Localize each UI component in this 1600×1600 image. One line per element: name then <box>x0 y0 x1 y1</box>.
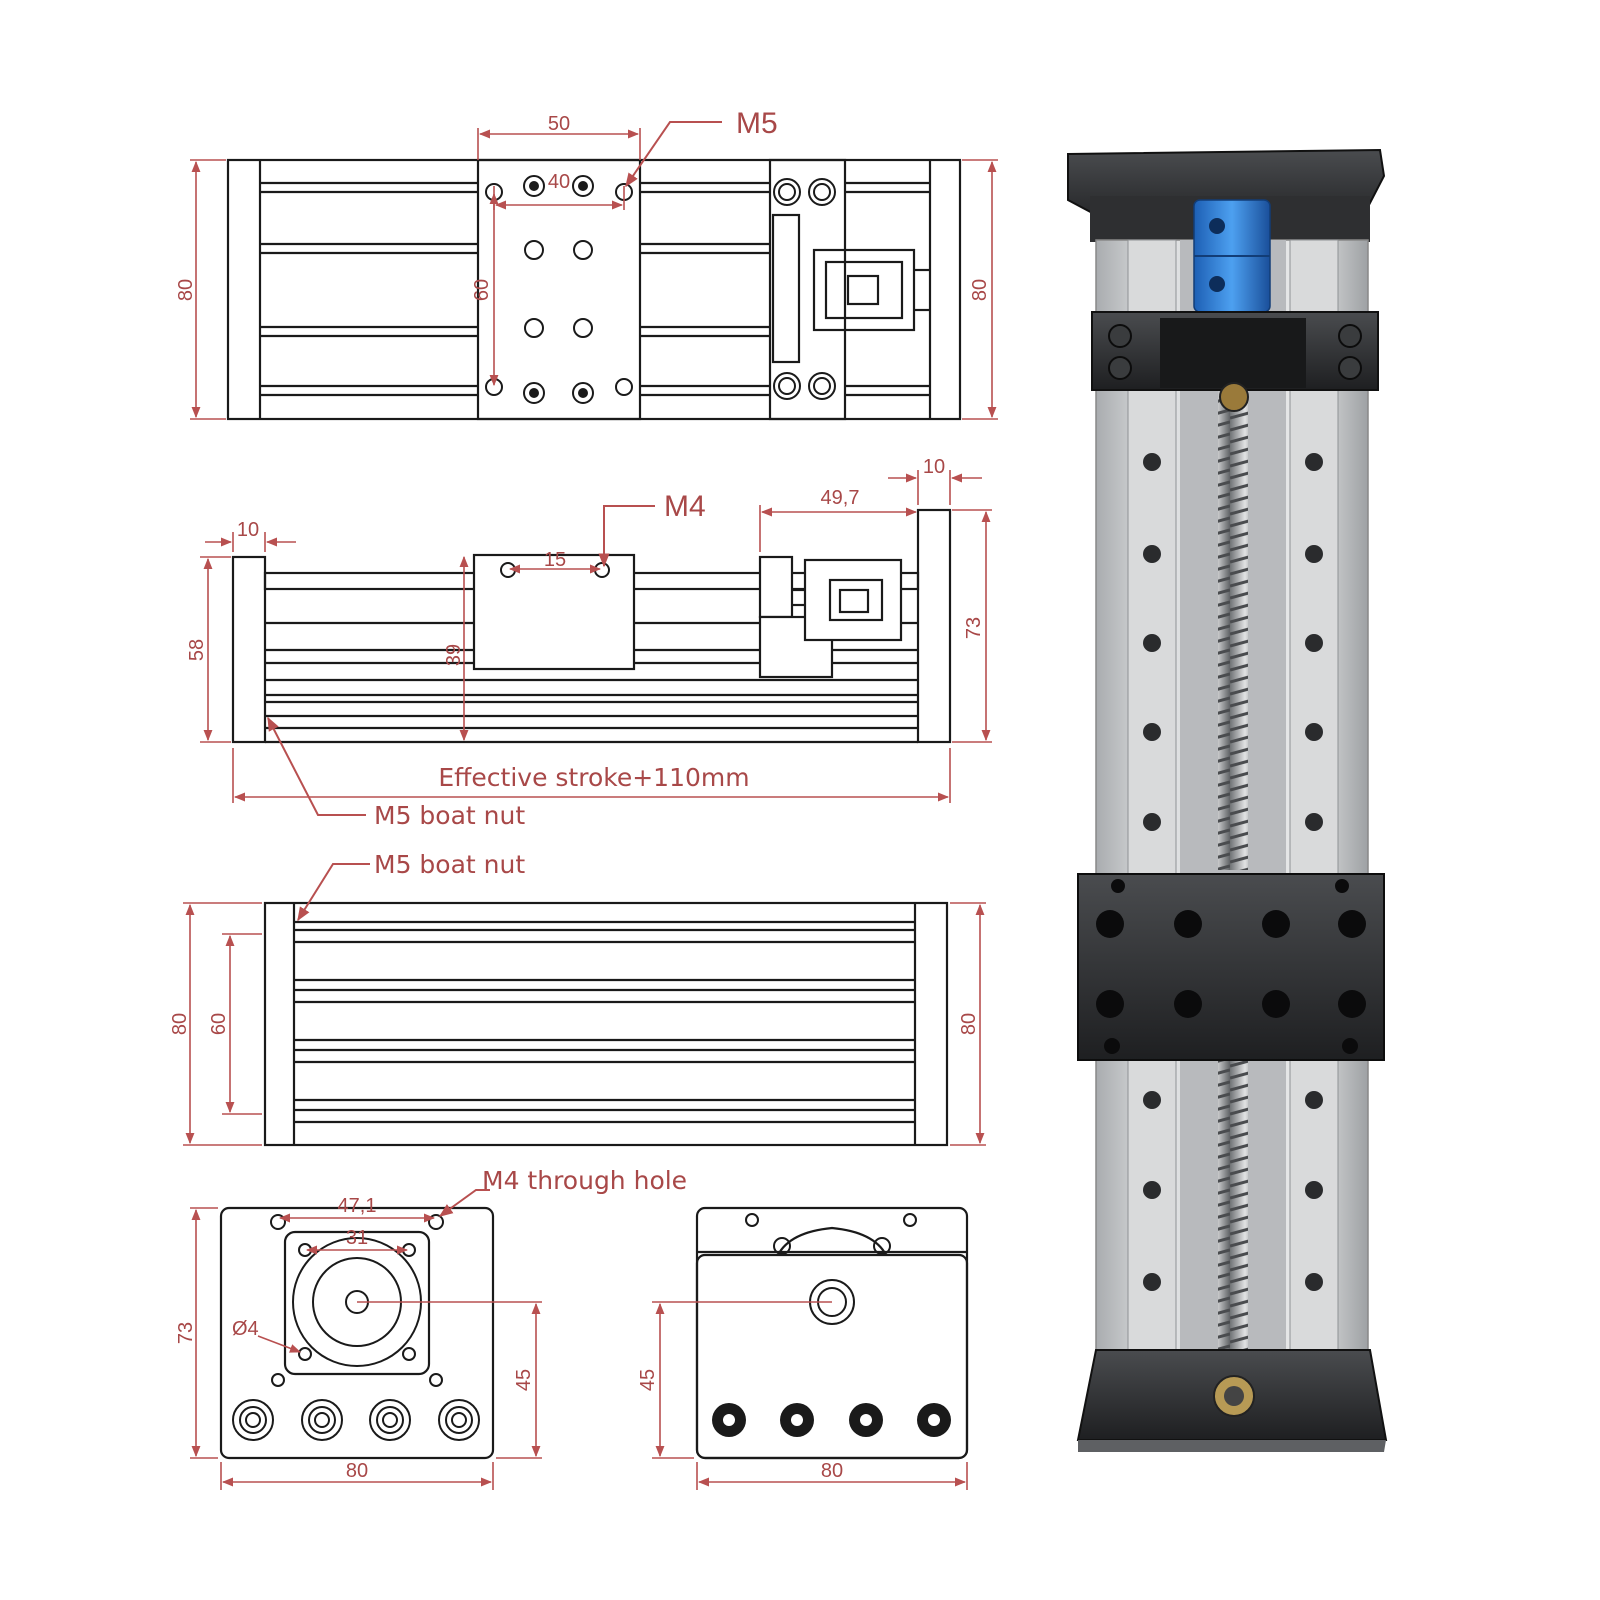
dim-end-right-45: 45 <box>637 1369 659 1391</box>
dim-end-left-80: 80 <box>346 1460 368 1482</box>
dim-top-80-right: 80 <box>969 279 991 301</box>
label-m4-through-hole: M4 through hole <box>482 1166 687 1195</box>
label-effective-stroke: Effective stroke+110mm <box>438 763 749 792</box>
dim-side-58: 58 <box>186 639 208 661</box>
label-boat-nut-bottom: M5 boat nut <box>374 850 525 879</box>
dim-end-left-45: 45 <box>513 1369 535 1391</box>
dim-top-50: 50 <box>548 113 570 135</box>
dim-bottom-80-left: 80 <box>169 1013 191 1035</box>
dim-bottom-80-right: 80 <box>958 1013 980 1035</box>
dim-top-80-left: 80 <box>175 279 197 301</box>
dim-top-40: 40 <box>548 171 570 193</box>
end-right-holes <box>712 1403 951 1437</box>
dim-end-31: 31 <box>346 1227 368 1249</box>
side-view: 15 M4 10 10 49,7 58 73 39 Effective stro… <box>186 456 992 830</box>
dim-side-10-right: 10 <box>923 456 945 478</box>
bottom-view: M5 boat nut 80 60 80 <box>169 850 986 1147</box>
end-view-left: 47,1 31 M4 through hole Ø4 73 45 80 <box>175 1166 687 1490</box>
label-dia-4: Ø4 <box>232 1318 259 1340</box>
dim-side-73: 73 <box>963 617 985 639</box>
dim-top-60: 60 <box>471 279 493 301</box>
linear-slide-photo <box>1067 148 1388 1452</box>
dim-side-49-7: 49,7 <box>821 487 860 509</box>
dim-side-39: 39 <box>443 644 465 666</box>
dim-end-left-73: 73 <box>175 1322 197 1344</box>
label-m5: M5 <box>736 107 778 140</box>
dim-bottom-60: 60 <box>208 1013 230 1035</box>
dim-side-15: 15 <box>544 549 566 571</box>
end-left-bolts <box>232 1399 480 1441</box>
label-m4: M4 <box>664 490 706 523</box>
dim-side-10-left: 10 <box>237 519 259 541</box>
dim-end-47-1: 47,1 <box>338 1195 377 1217</box>
end-view-right: 45 80 <box>637 1206 969 1490</box>
top-view: 50 40 60 80 80 M5 <box>175 107 998 421</box>
dim-end-right-80: 80 <box>821 1460 843 1482</box>
label-boat-nut-side: M5 boat nut <box>374 801 525 830</box>
